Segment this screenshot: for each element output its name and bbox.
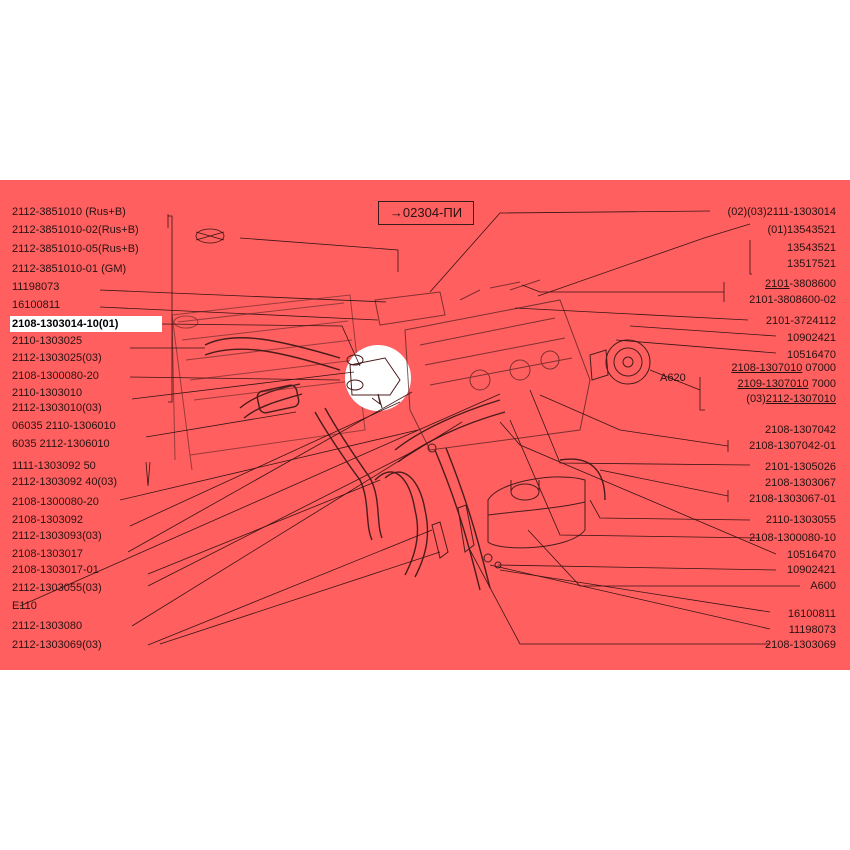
part-label-l22[interactable]: E110 [12, 600, 37, 612]
part-label-l4[interactable]: 2112-3851010-01 (GM) [12, 263, 127, 275]
part-label-r22[interactable]: A600 [810, 580, 836, 592]
part-label-r4[interactable]: 13517521 [787, 258, 836, 270]
part-label-l10[interactable]: 2110-1303010 [12, 387, 83, 399]
part-label-r8[interactable]: 10902421 [787, 332, 836, 344]
expansion-tank-drawing [487, 476, 586, 549]
part-label-r7[interactable]: 2101-3724112 [765, 315, 836, 327]
part-label-l18[interactable]: 2112-1303093(03) [12, 530, 102, 542]
part-label-l6[interactable]: 16100811 [12, 299, 61, 311]
part-label-r1[interactable]: (02)(03)2111-1303014 [727, 206, 836, 218]
part-label-l19[interactable]: 2108-1303017 [12, 548, 83, 560]
part-label-r21[interactable]: 10902421 [787, 564, 836, 576]
part-label-r3[interactable]: 13543521 [787, 242, 836, 254]
highlighted-part-label[interactable]: 2108-1303014-10(01) [10, 316, 162, 332]
part-label-l16[interactable]: 2108-1300080-20 [12, 496, 99, 508]
part-label-r16[interactable]: 2108-1303067 [765, 477, 836, 489]
part-label-l23[interactable]: 2112-1303080 [12, 620, 83, 632]
part-label-r19[interactable]: 2108-1300080-10 [749, 532, 836, 544]
part-label-l12[interactable]: 06035 2110-1306010 [12, 420, 116, 432]
part-label-r24[interactable]: 11198073 [788, 624, 836, 636]
part-label-r5[interactable]: 2101-3808600 [765, 278, 836, 290]
thermostat-drawing [345, 345, 411, 411]
part-label-l11[interactable]: 2112-1303010(03) [12, 402, 102, 414]
part-label-r2[interactable]: (01)13543521 [767, 224, 836, 236]
water-pump-drawing [589, 339, 651, 385]
part-label-r10[interactable]: 2108-1307010 07000 [731, 362, 836, 374]
part-label-r11[interactable]: 2109-1307010 7000 [737, 378, 837, 390]
part-label-r25[interactable]: 2108-1303069 [765, 639, 836, 651]
part-label-l21[interactable]: 2112-1303055(03) [12, 582, 102, 594]
part-label-l3[interactable]: 2112-3851010-05(Rus+B) [12, 243, 139, 255]
part-label-r17[interactable]: 2108-1303067-01 [749, 493, 836, 505]
part-label-r12[interactable]: (03)2112-1307010 [746, 393, 836, 405]
radiator-drawing [171, 294, 366, 471]
engine-cooling-diagram [19, 210, 800, 646]
part-label-l2[interactable]: 2112-3851010-02(Rus+B) [12, 224, 139, 236]
pump-label: A620 [660, 372, 686, 384]
reference-box: →02304-ПИ [378, 201, 474, 225]
part-label-l14[interactable]: 1111-1303092 50 [12, 460, 96, 472]
part-label-l5[interactable]: 11198073 [12, 281, 60, 293]
part-label-r14[interactable]: 2108-1307042-01 [749, 440, 836, 452]
part-label-r20[interactable]: 10516470 [787, 549, 836, 561]
leader-lines [19, 210, 800, 646]
part-label-r13[interactable]: 2108-1307042 [765, 424, 836, 436]
part-label-l1[interactable]: 2112-3851010 (Rus+B) [12, 206, 126, 218]
part-label-l24[interactable]: 2112-1303069(03) [12, 639, 102, 651]
engine-block-drawing [374, 279, 591, 451]
bracket-drawing [427, 443, 502, 569]
part-label-l7[interactable]: 2110-1303025 [12, 335, 83, 347]
part-label-r9[interactable]: 10516470 [787, 349, 836, 361]
part-label-r23[interactable]: 16100811 [787, 608, 836, 620]
parts-diagram-panel: →02304-ПИ 2108-1303014-10(01) A620 2112-… [0, 180, 850, 670]
part-label-l17[interactable]: 2108-1303092 [12, 514, 83, 526]
part-label-l20[interactable]: 2108-1303017-01 [12, 564, 99, 576]
part-label-r18[interactable]: 2110-1303055 [765, 514, 836, 526]
part-label-r6[interactable]: 2101-3808600-02 [749, 294, 836, 306]
part-label-l13[interactable]: 6035 2112-1306010 [12, 438, 110, 450]
part-label-l8[interactable]: 2112-1303025(03) [12, 352, 102, 364]
part-label-l15[interactable]: 2112-1303092 40(03) [12, 476, 117, 488]
part-label-r15[interactable]: 2101-1305026 [765, 461, 836, 473]
part-label-l9[interactable]: 2108-1300080-20 [12, 370, 99, 382]
